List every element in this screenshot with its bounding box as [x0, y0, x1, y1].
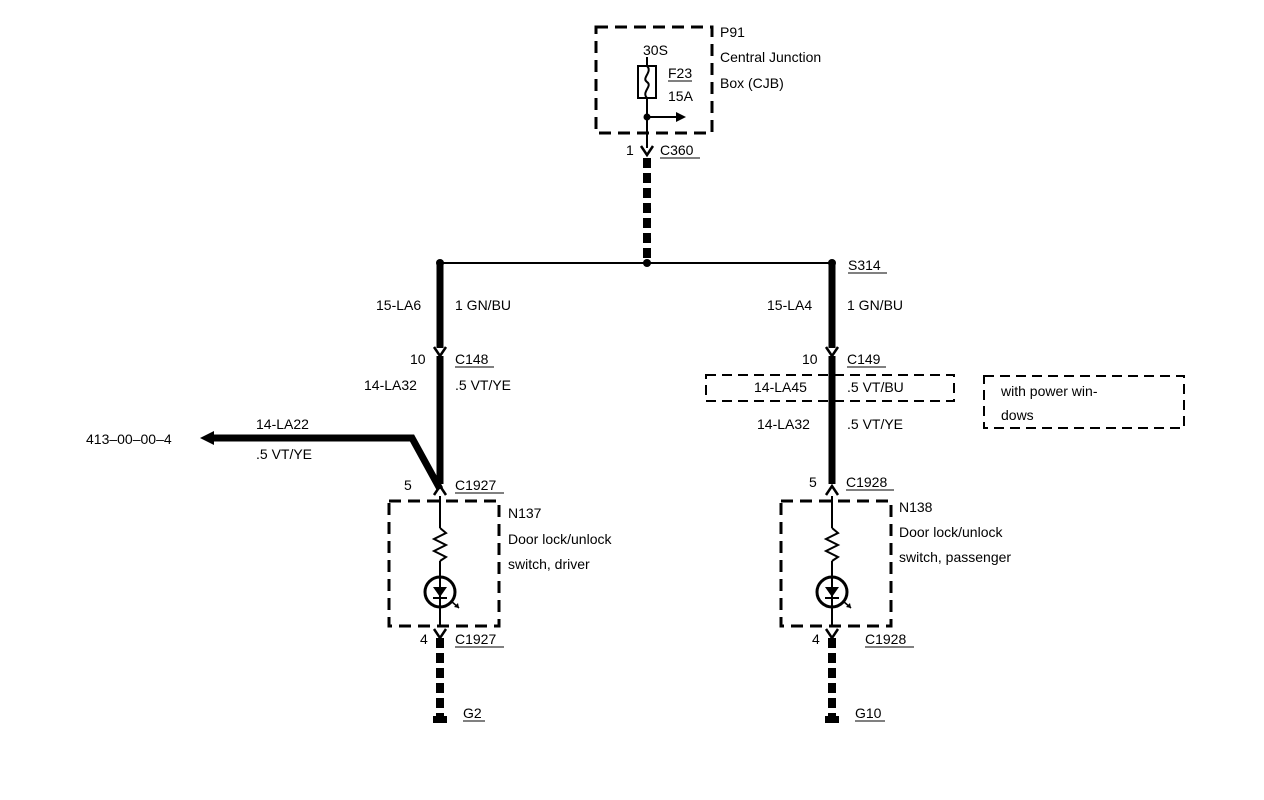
connector-chevron-icon [432, 346, 448, 359]
c360-connector: C360 [660, 142, 694, 158]
left-color-mid: .5 VT/YE [455, 377, 511, 393]
left-color-top: 1 GN/BU [455, 297, 511, 313]
power-windows-note-line1: with power win- [1000, 383, 1098, 399]
splice-ref: S314 [848, 257, 881, 273]
left-ground-ref: G2 [463, 705, 482, 721]
left-branch: 15-LA6 1 GN/BU 10 C148 14-LA32 .5 VT/YE … [364, 263, 612, 723]
driver-switch-ref: N137 [508, 505, 542, 521]
left-circuit-mid: 14-LA32 [364, 377, 417, 393]
cjb-name-line1: Central Junction [720, 49, 821, 65]
driver-switch-line2: switch, driver [508, 556, 590, 572]
alt-wire-outline [705, 374, 955, 402]
bus-center-dot [643, 259, 651, 267]
c360-block: 1 C360 [626, 133, 700, 262]
connector-chevron-icon [824, 628, 840, 641]
right-c149-connector: C149 [847, 351, 881, 367]
left-circuit-top: 15-LA6 [376, 297, 421, 313]
resistor-icon [823, 527, 841, 562]
connector-chevron-icon [639, 145, 655, 158]
right-circuit-mid: 14-LA32 [757, 416, 810, 432]
connector-chevron-icon [432, 628, 448, 641]
power-windows-note-line2: dows [1001, 407, 1034, 423]
tap-branch: 413–00–00–4 14-LA22 .5 VT/YE [86, 416, 444, 491]
passenger-switch-outline [779, 499, 893, 628]
right-switch-in-pin: 5 [809, 474, 817, 490]
tap-wire [212, 434, 444, 491]
tap-destination: 413–00–00–4 [86, 431, 172, 447]
ground-icon [433, 716, 447, 723]
right-ground-ref: G10 [855, 705, 882, 721]
cjb-outline [594, 25, 714, 135]
ground-icon [825, 716, 839, 723]
right-c149-pin: 10 [802, 351, 818, 367]
driver-switch-line1: Door lock/unlock [508, 531, 612, 547]
arrow-left-icon [200, 431, 214, 445]
bus: S314 [436, 257, 887, 274]
right-branch: 15-LA4 1 GN/BU 10 C149 14-LA45 .5 VT/BU … [705, 263, 1185, 723]
left-switch-in-pin: 5 [404, 477, 412, 493]
cjb-feed-label: 30S [643, 42, 668, 58]
tap-color: .5 VT/YE [256, 446, 312, 462]
connector-chevron-icon [824, 483, 840, 496]
left-switch-out-connector: C1927 [455, 631, 496, 647]
power-windows-note-outline [983, 375, 1185, 429]
cjb-ref: P91 [720, 24, 745, 40]
fuse-rating: 15A [668, 88, 694, 104]
arrow-right-icon [676, 112, 686, 122]
right-circuit-top: 15-LA4 [767, 297, 812, 313]
fuse-ref: F23 [668, 65, 692, 81]
left-switch-out-pin: 4 [420, 631, 428, 647]
left-switch-in-connector: C1927 [455, 477, 496, 493]
passenger-switch-line1: Door lock/unlock [899, 524, 1003, 540]
left-c148-connector: C148 [455, 351, 489, 367]
right-alt-color: .5 VT/BU [847, 379, 904, 395]
resistor-icon [431, 527, 449, 562]
led-icon [815, 575, 852, 609]
driver-switch-outline [387, 499, 501, 628]
tap-circuit: 14-LA22 [256, 416, 309, 432]
cjb-block: P91 Central Junction Box (CJB) 30S F23 1… [594, 24, 821, 135]
connector-chevron-icon [824, 346, 840, 359]
passenger-switch-ref: N138 [899, 499, 933, 515]
passenger-switch-line2: switch, passenger [899, 549, 1011, 565]
right-alt-circuit: 14-LA45 [754, 379, 807, 395]
left-c148-pin: 10 [410, 351, 426, 367]
right-color-mid: .5 VT/YE [847, 416, 903, 432]
led-icon [423, 575, 460, 609]
right-switch-out-connector: C1928 [865, 631, 906, 647]
right-switch-out-pin: 4 [812, 631, 820, 647]
right-switch-in-connector: C1928 [846, 474, 887, 490]
fuse-icon [637, 65, 657, 99]
cjb-name-line2: Box (CJB) [720, 75, 784, 91]
c360-pin: 1 [626, 142, 634, 158]
right-color-top: 1 GN/BU [847, 297, 903, 313]
